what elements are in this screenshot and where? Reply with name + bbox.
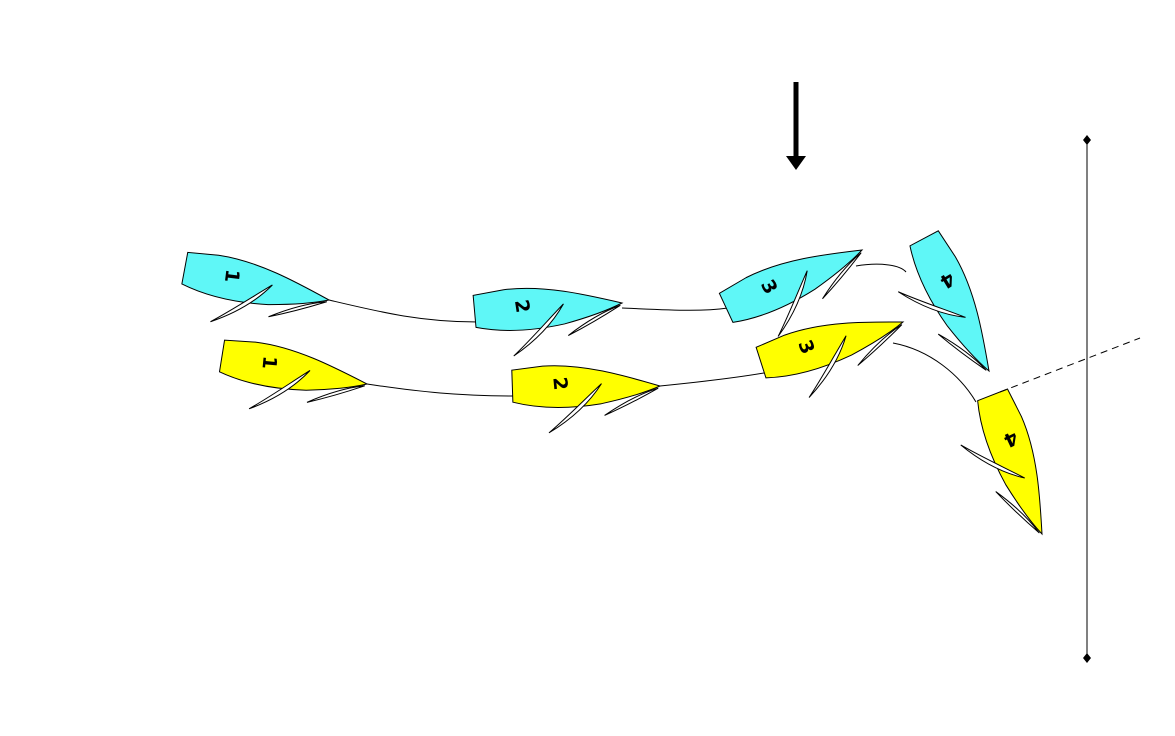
boat-number: 2 — [548, 376, 571, 391]
boat-a-4: 4 — [897, 228, 1016, 383]
boat-a-3: 3 — [716, 222, 873, 338]
boat-b-1: 1 — [217, 338, 371, 415]
boat-number: 2 — [510, 298, 534, 314]
boat-b-3: 3 — [753, 292, 911, 398]
boat-a-1: 1 — [180, 250, 334, 330]
overlap-line — [999, 337, 1141, 393]
tracks — [328, 263, 977, 403]
track-a-2 — [621, 307, 729, 311]
finish-line — [1083, 135, 1091, 663]
arrow-down-icon — [786, 82, 806, 170]
track-b-1 — [366, 383, 516, 397]
boat-a-2: 2 — [470, 271, 625, 357]
boat-number: 1 — [220, 268, 243, 284]
track-b-3 — [892, 342, 977, 403]
boat-number: 1 — [258, 355, 281, 370]
track-b-2 — [659, 372, 765, 387]
track-a-1 — [328, 299, 479, 323]
track-a-3 — [855, 263, 907, 273]
boat-b-2: 2 — [509, 354, 662, 434]
boat-b-4: 4 — [960, 386, 1071, 543]
mark-bottom — [1083, 653, 1091, 663]
mark-top — [1083, 135, 1091, 145]
